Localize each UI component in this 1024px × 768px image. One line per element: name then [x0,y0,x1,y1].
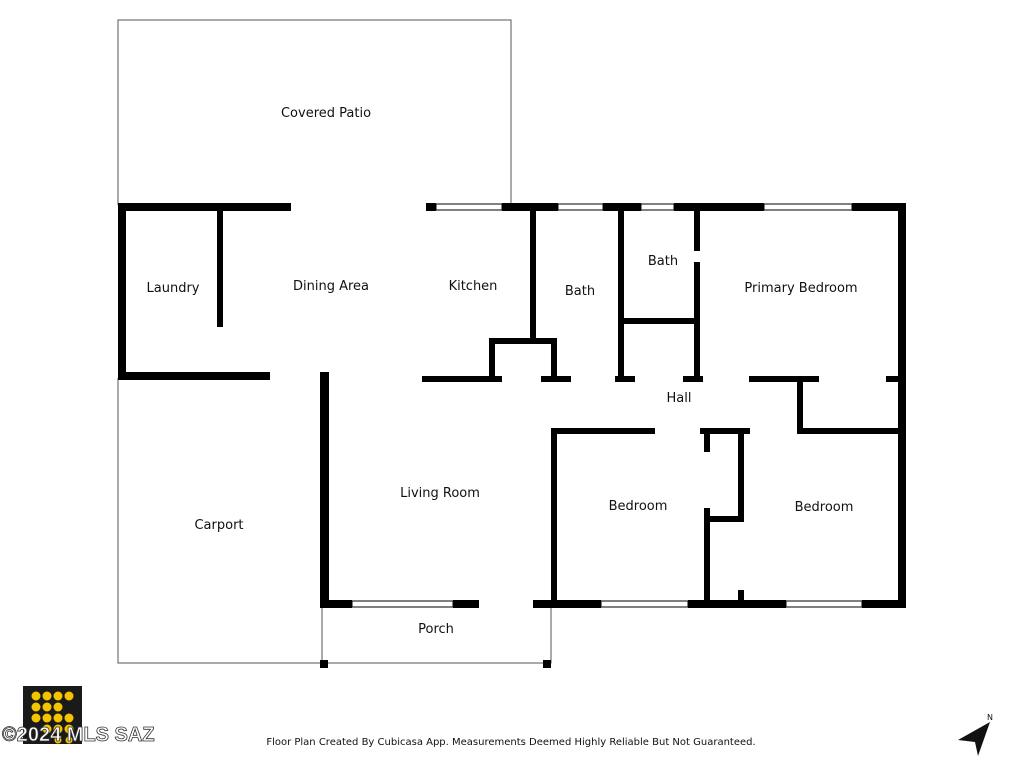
bedroom-label-2: Bedroom [795,500,854,515]
carport-outline [117,378,322,664]
mls-logo [23,686,82,744]
window [351,600,454,608]
window [557,203,604,211]
bedroom-label: Bedroom [609,499,668,514]
porch-label: Porch [418,622,454,637]
hall-label: Hall [667,391,692,406]
window [785,600,863,608]
bath-label: Bath [565,284,595,299]
porch-outline [321,605,552,664]
dining-area-label: Dining Area [293,279,369,294]
windows [351,203,863,608]
window [600,600,689,608]
window [435,203,503,211]
window [640,203,675,211]
primary-bedroom-label: Primary Bedroom [744,281,857,296]
laundry-label: Laundry [147,281,200,296]
copyright-watermark: ©2024 MLS SAZ [2,724,155,746]
kitchen-label: Kitchen [449,279,498,294]
exterior-outlines [117,19,552,664]
bath-label-2: Bath [648,254,678,269]
room-labels: Covered Patio Laundry Dining Area Kitche… [147,106,858,637]
north-arrow-icon: N [958,713,993,756]
living-room-label: Living Room [400,486,480,501]
window [763,203,853,211]
carport-label: Carport [194,518,243,533]
covered-patio-outline [117,19,512,205]
walls [118,203,906,668]
covered-patio-label: Covered Patio [281,106,371,121]
north-label: N [987,713,993,722]
disclaimer-text: Floor Plan Created By Cubicasa App. Meas… [266,737,755,748]
